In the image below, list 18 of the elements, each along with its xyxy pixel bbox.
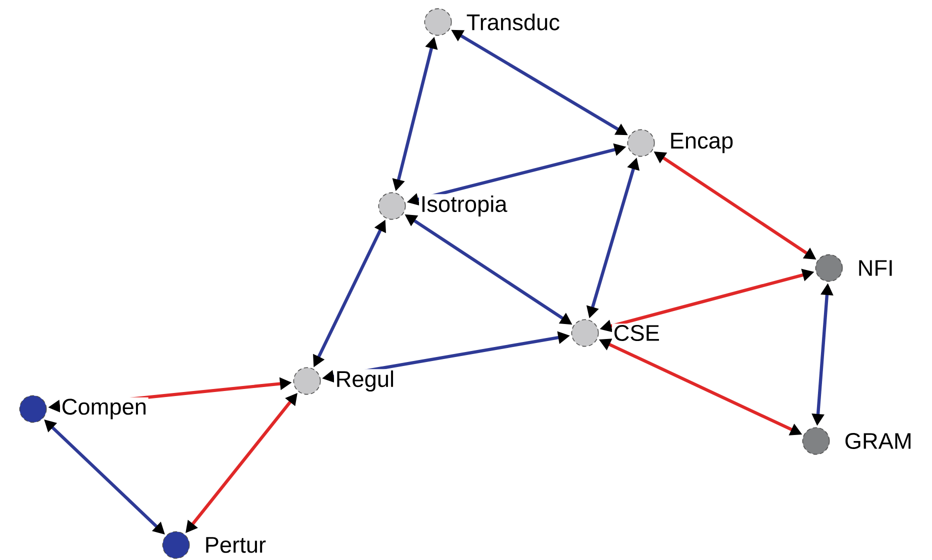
- node-circle: [802, 427, 830, 455]
- node-label: Compen: [60, 397, 148, 421]
- node-circle: [162, 531, 190, 559]
- node-label: GRAM: [843, 432, 914, 450]
- node-circle: [627, 129, 655, 157]
- node-label: Transduc: [465, 12, 562, 32]
- node-circle: [571, 319, 599, 347]
- node-label: Encap: [668, 132, 735, 154]
- node-label: NFI: [856, 258, 896, 278]
- node-circle: [424, 8, 452, 36]
- node-label: Pertur: [203, 536, 268, 554]
- node-circle: [19, 395, 47, 423]
- node-label: Regul: [334, 369, 396, 393]
- node-label: CSE: [612, 324, 662, 342]
- node-circle: [378, 192, 406, 220]
- node-circle: [815, 254, 843, 282]
- node-circle: [293, 367, 321, 395]
- node-label: Isotropia: [419, 194, 509, 218]
